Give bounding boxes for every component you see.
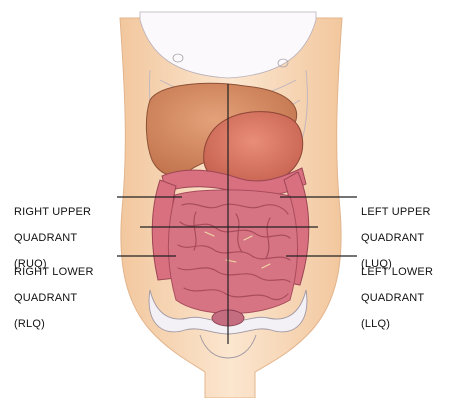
ruq-label-line-2: QUADRANT <box>14 232 91 245</box>
rlq-label-line-1: RIGHT LOWER <box>14 266 94 279</box>
llq-label: LEFT LOWER QUADRANT (LLQ) <box>361 253 433 344</box>
rlq-label-line-3: (RLQ) <box>14 318 94 331</box>
rlq-label-line-2: QUADRANT <box>14 292 94 305</box>
llq-label-line-1: LEFT LOWER <box>361 266 433 279</box>
llq-label-line-2: QUADRANT <box>361 292 433 305</box>
llq-label-line-3: (LLQ) <box>361 318 433 331</box>
luq-label-line-1: LEFT UPPER <box>361 206 431 219</box>
ruq-label-line-1: RIGHT UPPER <box>14 206 91 219</box>
rlq-label: RIGHT LOWER QUADRANT (RLQ) <box>14 253 94 344</box>
luq-label-line-2: QUADRANT <box>361 232 431 245</box>
small-intestine <box>168 190 297 314</box>
